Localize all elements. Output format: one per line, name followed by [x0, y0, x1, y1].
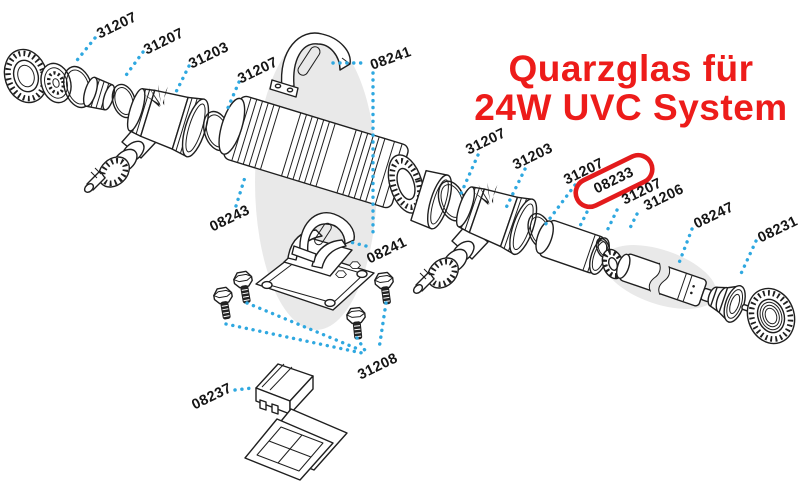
clamp-bottom: [291, 212, 355, 263]
cap-nut-left: [3, 48, 49, 104]
lamp-socket: [707, 285, 757, 323]
part-label-31208: 31208: [355, 350, 400, 383]
leader-lines: [72, 36, 758, 392]
part-label-08243: 08243: [207, 202, 252, 235]
bracket-bolt: [349, 261, 361, 269]
part-label-31207-4: 31207: [463, 125, 508, 158]
canister-body: [218, 95, 409, 209]
uvc-lamp: [615, 253, 717, 307]
spigot: [82, 76, 116, 111]
screw: [213, 286, 233, 320]
ballast-box: [255, 363, 314, 415]
mounting-bracket: [255, 212, 375, 311]
uvc-housing-left: [126, 84, 210, 158]
part-label-08237: 08237: [189, 380, 234, 413]
screw: [233, 270, 253, 304]
strainer-disc: [40, 62, 72, 104]
title-line-1: Quarzglas für: [509, 48, 754, 89]
bracket-bolt: [335, 270, 347, 278]
screw: [374, 271, 394, 305]
part-label-31207-2: 31207: [141, 25, 186, 58]
part-label-31203-1: 31203: [186, 39, 231, 72]
part-label-08231: 08231: [755, 213, 800, 246]
wing-ornament-left: [142, 84, 168, 108]
inlet-elbow-left: [83, 125, 157, 193]
screw: [346, 306, 366, 340]
title-line-2: 24W UVC System: [474, 87, 787, 128]
callout-ring: [573, 152, 655, 210]
part-label-08247: 08247: [691, 199, 736, 232]
part-label-31207-1: 31207: [94, 9, 139, 42]
uvc-housing-right: [455, 182, 538, 256]
cap-nut-right: [746, 287, 796, 345]
inlet-elbow-right: [412, 224, 489, 294]
part-label-31203-2: 31203: [510, 140, 555, 173]
wing-ornament-right: [472, 182, 498, 206]
base-plate: [244, 408, 348, 481]
part-label-08241-top: 08241: [368, 44, 413, 74]
quartz-glass-tube: [535, 219, 610, 275]
clamp-top: [269, 32, 351, 98]
